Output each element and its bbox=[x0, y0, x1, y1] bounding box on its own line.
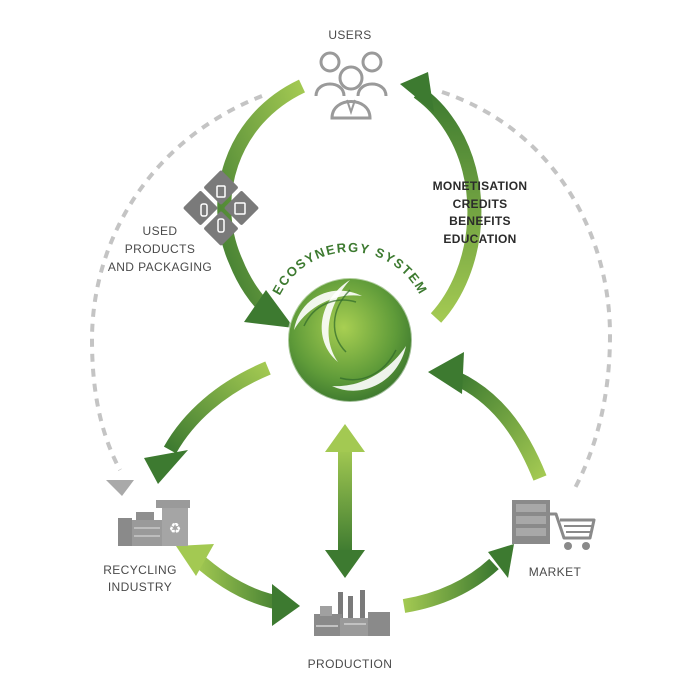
market-label: MARKET bbox=[528, 565, 582, 579]
svg-text:♻: ♻ bbox=[169, 521, 182, 537]
arrow-production-to-market bbox=[402, 558, 499, 613]
arrow-ecosynergy-production-shaft bbox=[338, 448, 352, 554]
arrowhead-into-users bbox=[400, 72, 434, 112]
arrowhead-into-ecosynergy bbox=[244, 290, 294, 328]
users-icon bbox=[314, 51, 388, 120]
arrowhead-into-production bbox=[272, 584, 300, 626]
products-packaging-icon bbox=[183, 170, 259, 246]
market-cart-icon bbox=[512, 500, 596, 550]
benefit-credits: CREDITS bbox=[452, 196, 508, 211]
ecosynergy-logo-icon bbox=[287, 277, 413, 403]
production-label: PRODUCTION bbox=[307, 657, 393, 671]
users-label: USERS bbox=[328, 28, 372, 42]
dashed-loop-right bbox=[441, 90, 613, 489]
arrow-market-to-ecosynergy bbox=[452, 371, 547, 481]
arrowhead-down-production bbox=[325, 550, 365, 578]
recycling-industry-label: RECYCLING INDUSTRY bbox=[90, 562, 190, 596]
dashed-loop-arrowhead bbox=[106, 480, 134, 496]
benefit-education: EDUCATION bbox=[443, 231, 517, 246]
used-products-line-2: PRODUCTS bbox=[124, 242, 196, 256]
benefit-monetisation: MONETISATION bbox=[432, 179, 528, 193]
production-factory-icon bbox=[314, 590, 390, 636]
arrowhead-into-recycling bbox=[144, 450, 188, 484]
used-products-label: USED PRODUCTS AND PACKAGING bbox=[100, 222, 220, 276]
used-products-line-1: USED bbox=[142, 224, 178, 238]
dashed-loop-left bbox=[89, 94, 263, 471]
arrowhead-up-ecosynergy bbox=[325, 424, 365, 452]
recycling-line-2: INDUSTRY bbox=[107, 580, 173, 594]
arrow-ecosynergy-to-recycling bbox=[163, 361, 271, 454]
used-products-line-3: AND PACKAGING bbox=[107, 260, 213, 274]
arrowhead-into-ecosynergy-right bbox=[428, 352, 464, 394]
benefits-list: MONETISATION CREDITS BENEFITS EDUCATION bbox=[420, 178, 540, 248]
arrowhead-into-market bbox=[488, 544, 514, 578]
arrowhead-into-recycling-bottom bbox=[176, 544, 214, 576]
recycling-line-1: RECYCLING bbox=[103, 563, 177, 577]
benefit-benefits: BENEFITS bbox=[449, 214, 511, 228]
recycling-factory-icon: ♻ bbox=[118, 500, 190, 546]
